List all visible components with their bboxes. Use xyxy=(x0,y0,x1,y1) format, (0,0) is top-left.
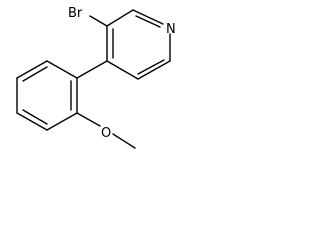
bond-c5-c4 xyxy=(106,60,139,80)
bond-c2-n1-inner xyxy=(135,15,161,28)
bond-c4-phenyl xyxy=(76,60,108,79)
bond-p6-p1 xyxy=(46,60,78,79)
bonds xyxy=(16,9,171,149)
bond-c3-br xyxy=(89,15,108,27)
bond-p5-p6-inner xyxy=(22,66,48,82)
bond-c6-c5 xyxy=(137,60,171,80)
bond-c3-c2 xyxy=(106,9,134,27)
bond-c6-c5-inner xyxy=(137,59,165,75)
bond-o-ch3 xyxy=(112,133,136,149)
bond-p5-p6 xyxy=(16,60,48,79)
oxygen-label: O xyxy=(101,126,111,141)
chemical-structure: Br N O xyxy=(16,6,176,149)
bond-p3-p4 xyxy=(16,112,48,131)
bond-p2-o xyxy=(76,112,101,127)
bond-p2-p3 xyxy=(46,112,78,131)
nitrogen-label: N xyxy=(166,22,176,37)
bond-p3-p4-inner xyxy=(22,109,48,125)
bond-c2-n1 xyxy=(132,9,164,25)
bromine-label: Br xyxy=(68,6,83,21)
